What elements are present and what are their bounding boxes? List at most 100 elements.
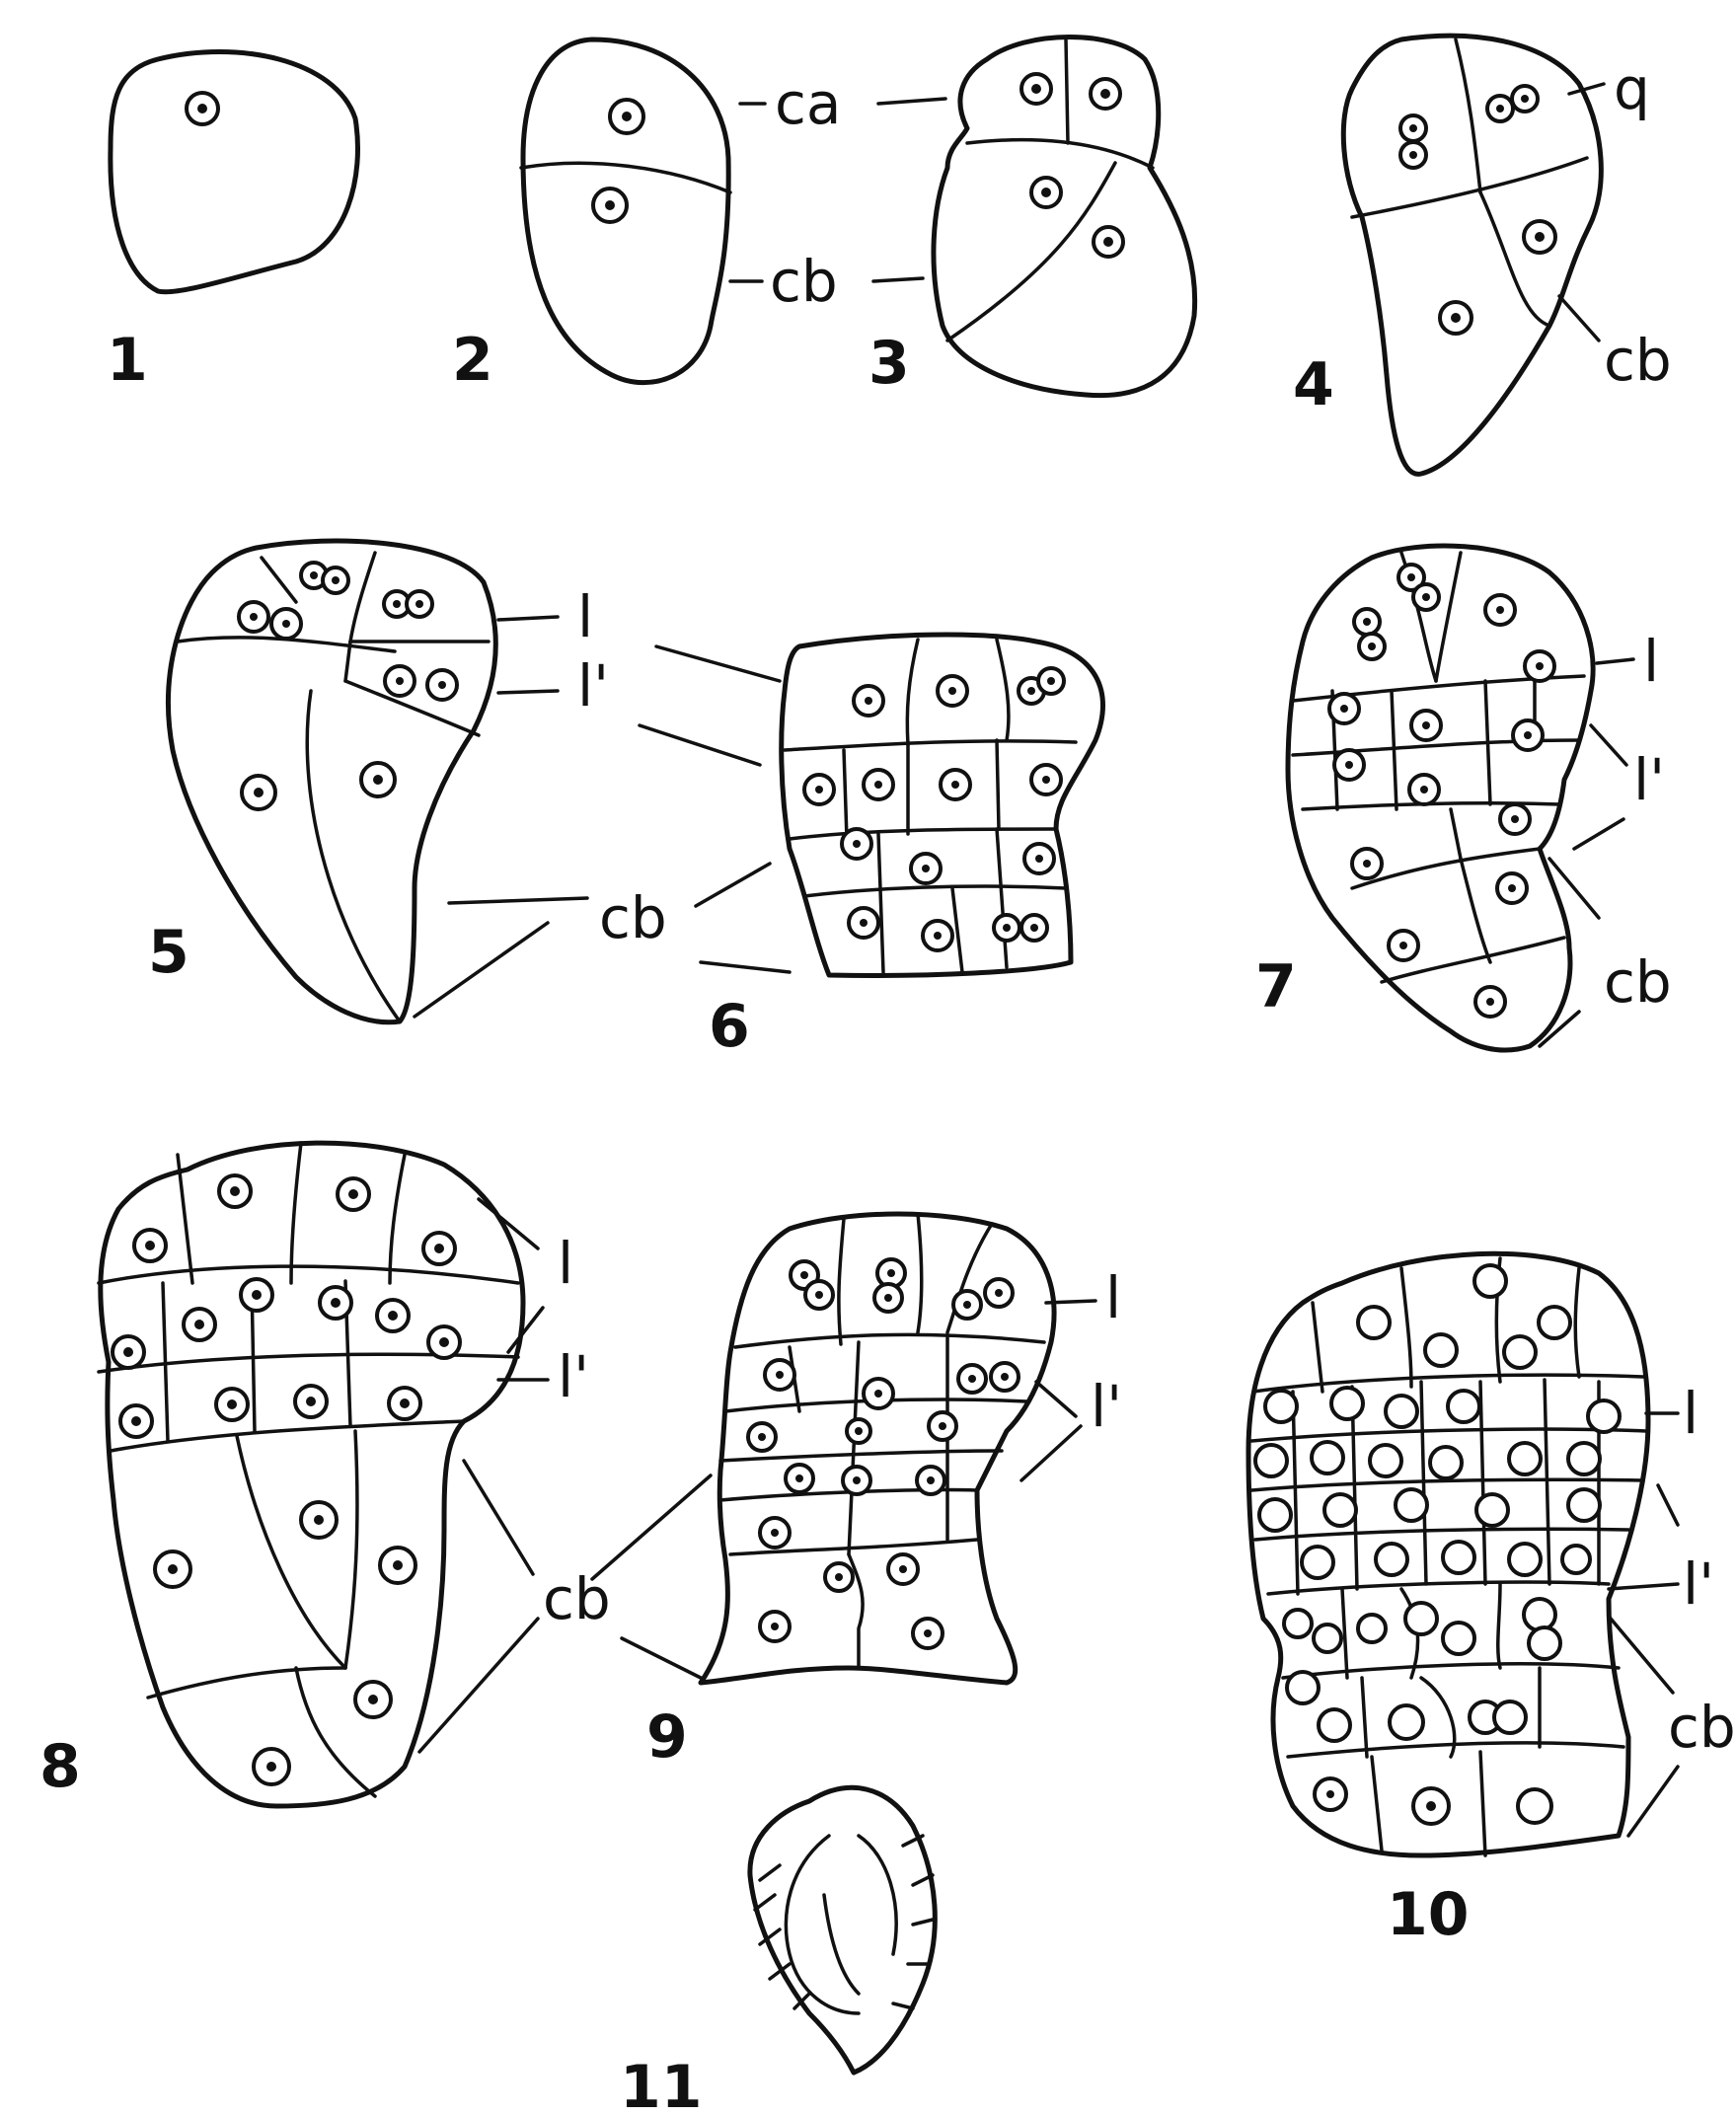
figure-6: 6 bbox=[640, 635, 1103, 1061]
fig7-l-leader bbox=[1597, 659, 1633, 663]
nucleus-icon bbox=[874, 1284, 902, 1312]
label-cb: cb bbox=[599, 884, 667, 951]
nucleus-icon bbox=[1319, 1709, 1350, 1741]
fig10-cell-wall bbox=[1498, 1584, 1500, 1668]
fig7-l-prime-leader bbox=[1591, 725, 1626, 765]
nucleus-icon bbox=[295, 1386, 327, 1417]
figure-7: 7 l l' cb bbox=[1255, 546, 1672, 1050]
nucleus-icon bbox=[610, 100, 643, 133]
nucleus-icon bbox=[428, 1326, 460, 1358]
nucleus-icon bbox=[1302, 1547, 1333, 1578]
nucleus-icon bbox=[804, 775, 834, 804]
nucleus-icon bbox=[849, 908, 878, 938]
fig4-number: 4 bbox=[1293, 350, 1334, 419]
label-l-prime: l' bbox=[1633, 746, 1665, 813]
nucleus-icon bbox=[1405, 1603, 1437, 1634]
nucleus-icon bbox=[323, 567, 348, 593]
nucleus-icon bbox=[423, 1233, 455, 1264]
nucleus-icon bbox=[1396, 1489, 1427, 1521]
nucleus-icon bbox=[1475, 987, 1505, 1017]
fig2-ca-leader-right bbox=[878, 99, 945, 104]
fig3-cell-wall bbox=[1066, 39, 1068, 143]
fig8-cb-leader bbox=[464, 1461, 533, 1574]
nucleus-icon bbox=[929, 1412, 956, 1440]
nucleus-icon bbox=[1524, 1599, 1555, 1630]
nucleus-icon bbox=[1284, 1610, 1312, 1637]
nucleus-icon bbox=[593, 189, 627, 222]
nucleus-icon bbox=[1504, 1336, 1536, 1368]
nucleus-icon bbox=[301, 1502, 337, 1538]
nucleus-icon bbox=[1509, 1443, 1541, 1474]
nucleus-icon bbox=[1476, 1494, 1508, 1526]
nucleus-icon bbox=[1314, 1625, 1341, 1652]
fig10-number: 10 bbox=[1387, 1880, 1470, 1949]
label-l: l bbox=[1105, 1264, 1121, 1331]
nucleus-icon bbox=[216, 1389, 248, 1420]
nucleus-icon bbox=[991, 1363, 1019, 1391]
nucleus-icon bbox=[938, 676, 967, 706]
nucleus-icon bbox=[1038, 668, 1064, 694]
fig7-number: 7 bbox=[1255, 952, 1297, 1021]
nucleus-icon bbox=[1409, 775, 1439, 804]
fig1-cell-outline bbox=[111, 52, 358, 292]
label-q: q bbox=[1614, 55, 1650, 122]
nucleus-icon bbox=[1494, 1701, 1526, 1733]
nucleus-icon bbox=[1352, 849, 1382, 878]
nucleus-icon bbox=[134, 1230, 166, 1261]
nucleus-icon bbox=[1024, 844, 1054, 873]
nucleus-icon bbox=[805, 1281, 833, 1309]
nucleus-icon bbox=[1485, 595, 1515, 625]
fig6-leader bbox=[701, 962, 790, 972]
nucleus-icon bbox=[1400, 115, 1426, 141]
nucleus-icon bbox=[1376, 1544, 1407, 1575]
nucleus-icon bbox=[155, 1551, 190, 1587]
nucleus-icon bbox=[1370, 1445, 1401, 1476]
nucleus-icon bbox=[911, 854, 941, 883]
nucleus-icon bbox=[1312, 1442, 1343, 1474]
nucleus-icon bbox=[120, 1405, 152, 1437]
fig9-number: 9 bbox=[646, 1702, 688, 1772]
nucleus-icon bbox=[1331, 1388, 1363, 1419]
nucleus-icon bbox=[1425, 1334, 1457, 1366]
nucleus-icon bbox=[1443, 1542, 1474, 1573]
nucleus-icon bbox=[864, 1379, 893, 1408]
nucleus-icon bbox=[1562, 1546, 1590, 1573]
fig9-l-leader bbox=[1046, 1301, 1095, 1303]
label-l: l bbox=[1643, 628, 1659, 695]
nucleus-icon bbox=[1386, 1396, 1417, 1427]
fig5-number: 5 bbox=[148, 918, 189, 987]
nucleus-icon bbox=[1334, 750, 1364, 780]
figure-3: 3 bbox=[868, 38, 1195, 399]
figure-4: 4 q cb bbox=[1293, 36, 1672, 474]
nucleus-icon bbox=[1568, 1443, 1600, 1474]
fig3-cell-outline bbox=[934, 38, 1195, 396]
nucleus-icon bbox=[1359, 634, 1385, 659]
nucleus-icon bbox=[843, 1467, 870, 1494]
fig2-number: 2 bbox=[452, 326, 493, 395]
nucleus-icon bbox=[765, 1360, 794, 1390]
nucleus-icon bbox=[1487, 96, 1513, 121]
label-ca: ca bbox=[775, 70, 841, 137]
nucleus-icon bbox=[1354, 609, 1380, 635]
fig3-number: 3 bbox=[868, 329, 910, 398]
figure-5: 5 l l' cb bbox=[148, 541, 667, 1022]
nucleus-icon bbox=[1518, 1789, 1551, 1823]
nucleus-icon bbox=[361, 763, 395, 796]
fig10-l-prime-leader bbox=[1658, 1485, 1678, 1525]
nucleus-icon bbox=[760, 1518, 790, 1548]
label-l: l bbox=[1683, 1380, 1698, 1447]
nucleus-icon bbox=[1500, 804, 1530, 834]
nucleus-icon bbox=[1588, 1400, 1620, 1432]
nucleus-icon bbox=[888, 1554, 918, 1584]
label-l: l bbox=[558, 1230, 573, 1297]
nucleus-icon bbox=[1358, 1307, 1390, 1338]
fig2-cb-leader-right bbox=[873, 278, 923, 281]
nucleus-icon bbox=[1539, 1307, 1570, 1338]
figure-10: 10 l l' cb bbox=[1248, 1253, 1736, 1949]
nucleus-icon bbox=[1259, 1499, 1291, 1531]
nucleus-icon bbox=[913, 1619, 943, 1648]
nucleus-icon bbox=[953, 1291, 981, 1319]
label-l: l bbox=[577, 583, 593, 650]
nucleus-icon bbox=[241, 1279, 272, 1311]
